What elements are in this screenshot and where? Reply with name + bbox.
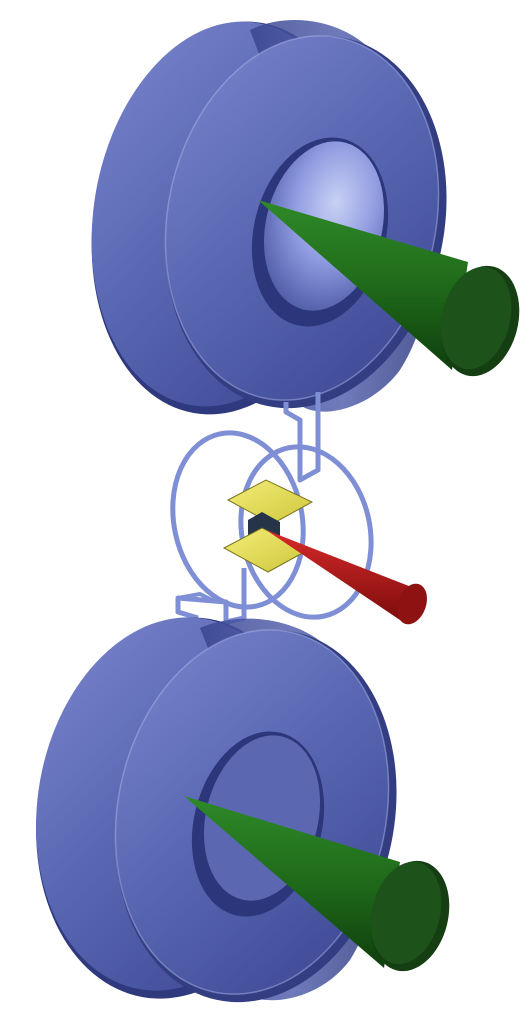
left-wire-loop [157, 421, 319, 620]
upper-coil-pair [62, 0, 480, 436]
